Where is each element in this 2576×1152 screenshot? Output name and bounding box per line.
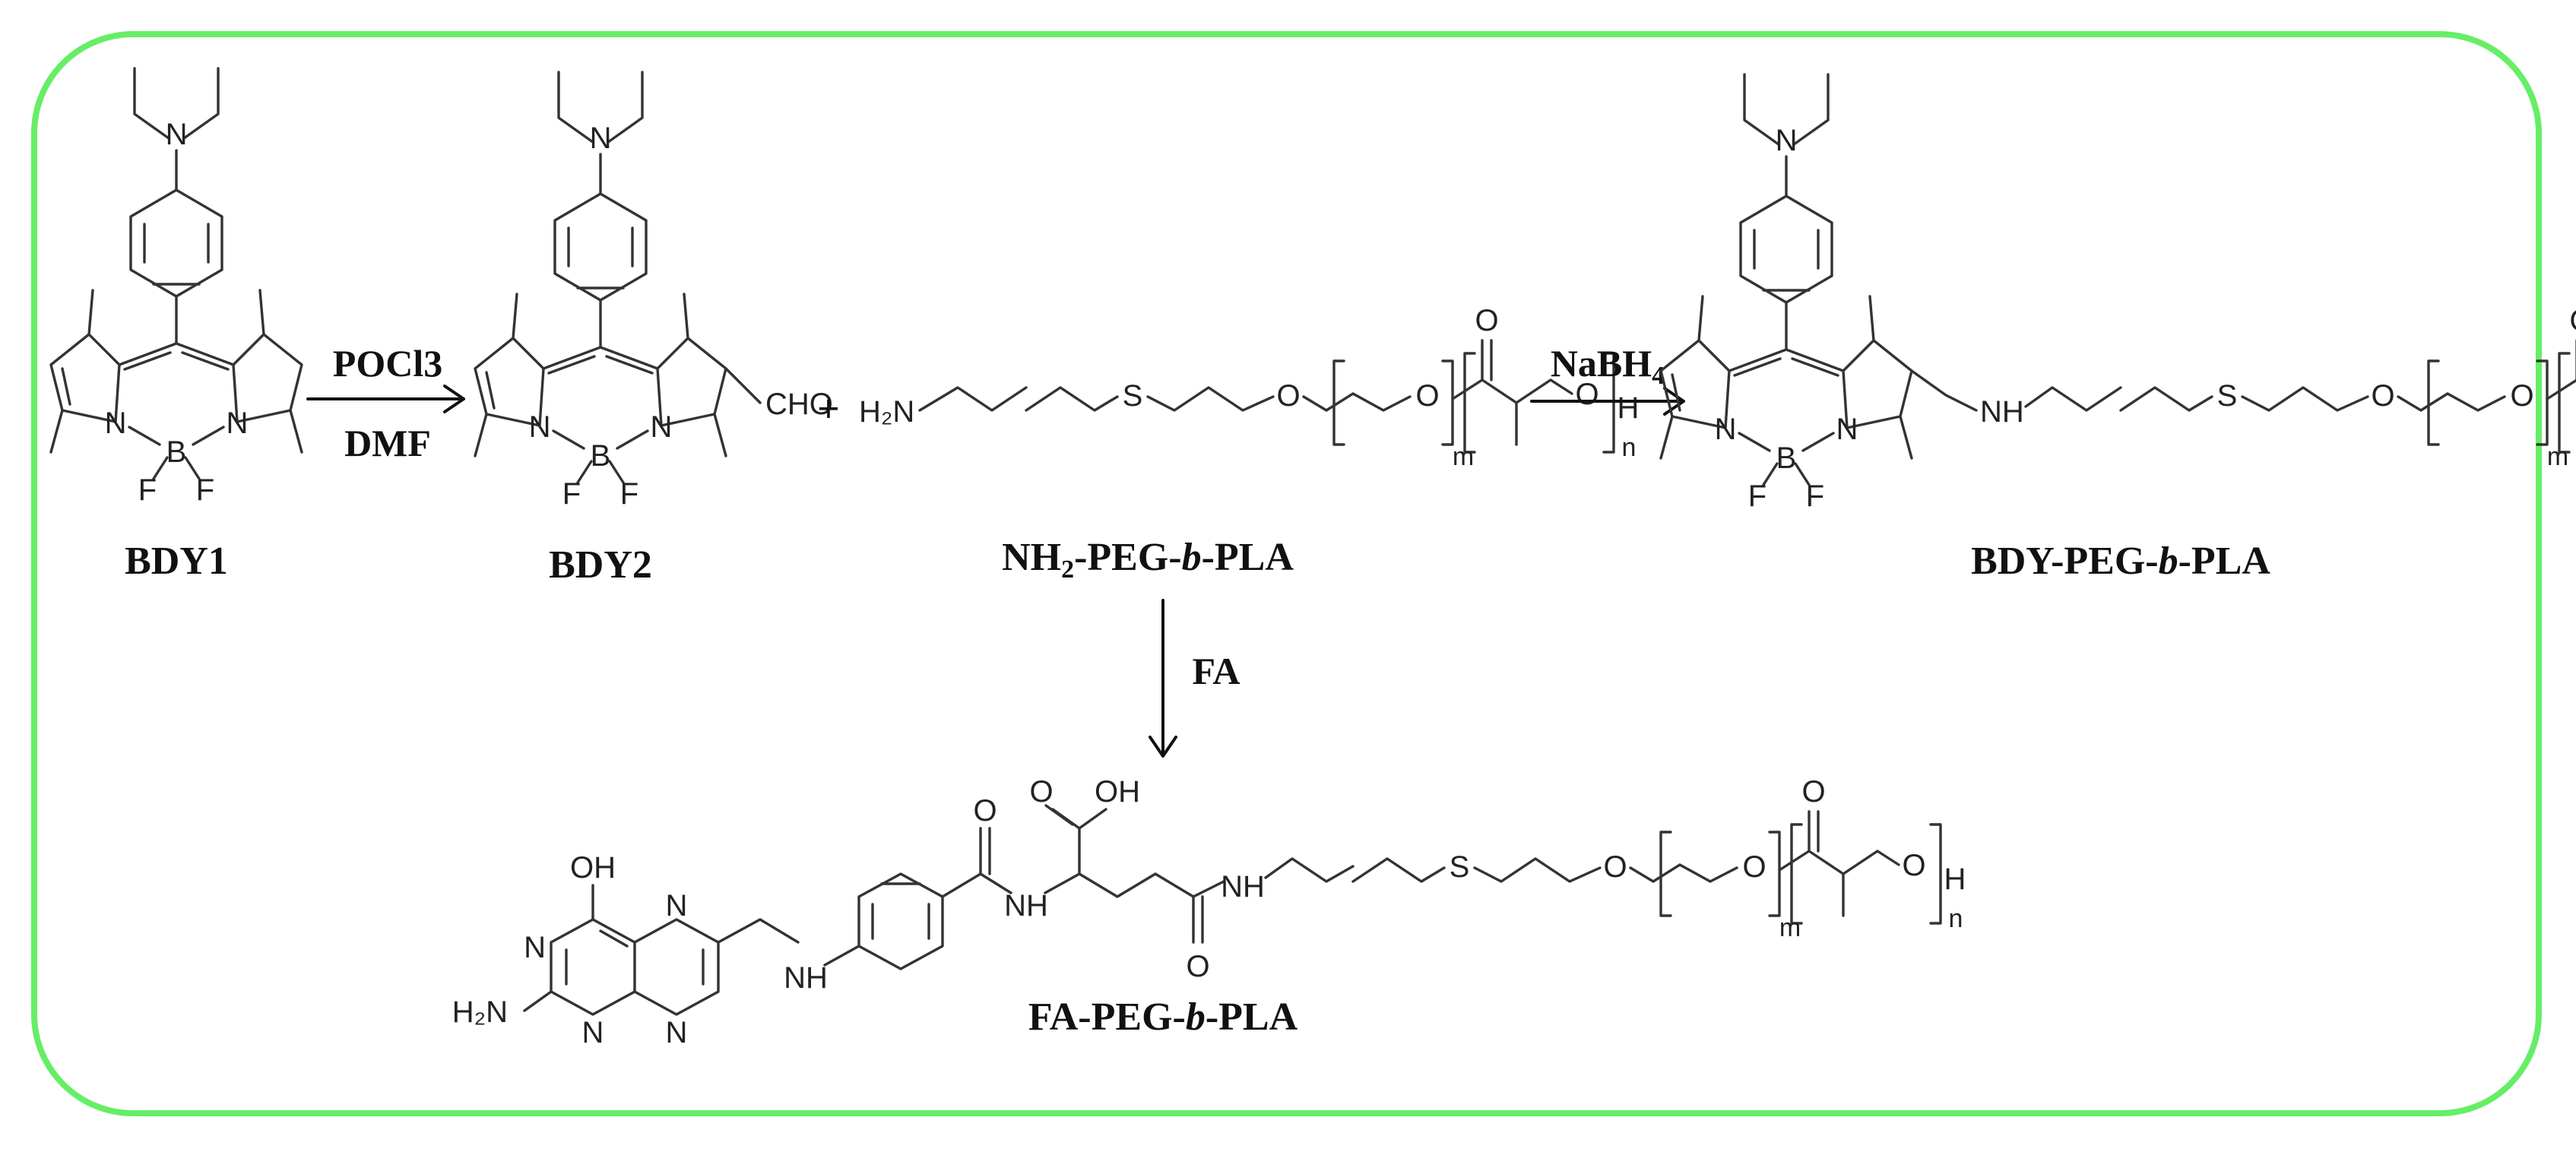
aldehyde-group: CHO (765, 388, 833, 421)
bdy-peg-pla-structure: NH (1659, 73, 2576, 514)
atom-O: O (973, 794, 996, 828)
bdy1-label: BDY1 (125, 540, 228, 583)
bdy2-label: BDY2 (549, 543, 652, 587)
atom-N: N (524, 931, 546, 964)
reagent-pocl3: POCl3 (333, 342, 442, 385)
amino-group: H₂N (452, 995, 508, 1029)
amide-nh: NH (1004, 889, 1048, 923)
bdy2-structure: CHO (474, 71, 833, 512)
hydroxyl-group: OH (1095, 775, 1140, 809)
atom-O: O (1029, 775, 1053, 809)
amine-group: H₂N (859, 395, 914, 429)
amine-nh: NH (1980, 395, 2024, 429)
atom-O: O (1186, 950, 1209, 983)
fa-peg-pla-label: FA-PEG-b-PLA (1028, 995, 1298, 1039)
nh2-peg-pla-label: NH2-PEG-b-PLA (1002, 536, 1294, 584)
atom-N: N (666, 889, 688, 923)
nh2-peg-pla-structure: H₂N (859, 302, 1641, 473)
bdy-peg-pla-label: BDY-PEG-b-PLA (1971, 540, 2270, 583)
atom-N: N (582, 1016, 604, 1049)
reagent-nabh4: NaBH4 (1551, 342, 1665, 390)
reagent-dmf: DMF (344, 422, 431, 464)
atom-N: N (666, 1016, 688, 1049)
plus-sign: + (817, 388, 840, 431)
scheme-frame (31, 31, 2542, 1116)
amine-nh: NH (784, 961, 828, 995)
fa-peg-pla-structure: OH H₂N N N N N NH O NH O OH O NH (452, 774, 1968, 1049)
arrow-step2 (1530, 387, 1685, 416)
amide-nh: NH (1221, 870, 1265, 904)
arrow-step3 (1149, 599, 1177, 758)
bdy1-structure (49, 67, 303, 508)
reagent-fa: FA (1193, 650, 1240, 692)
hydroxyl-group: OH (570, 851, 616, 885)
arrow-step1 (306, 385, 465, 413)
